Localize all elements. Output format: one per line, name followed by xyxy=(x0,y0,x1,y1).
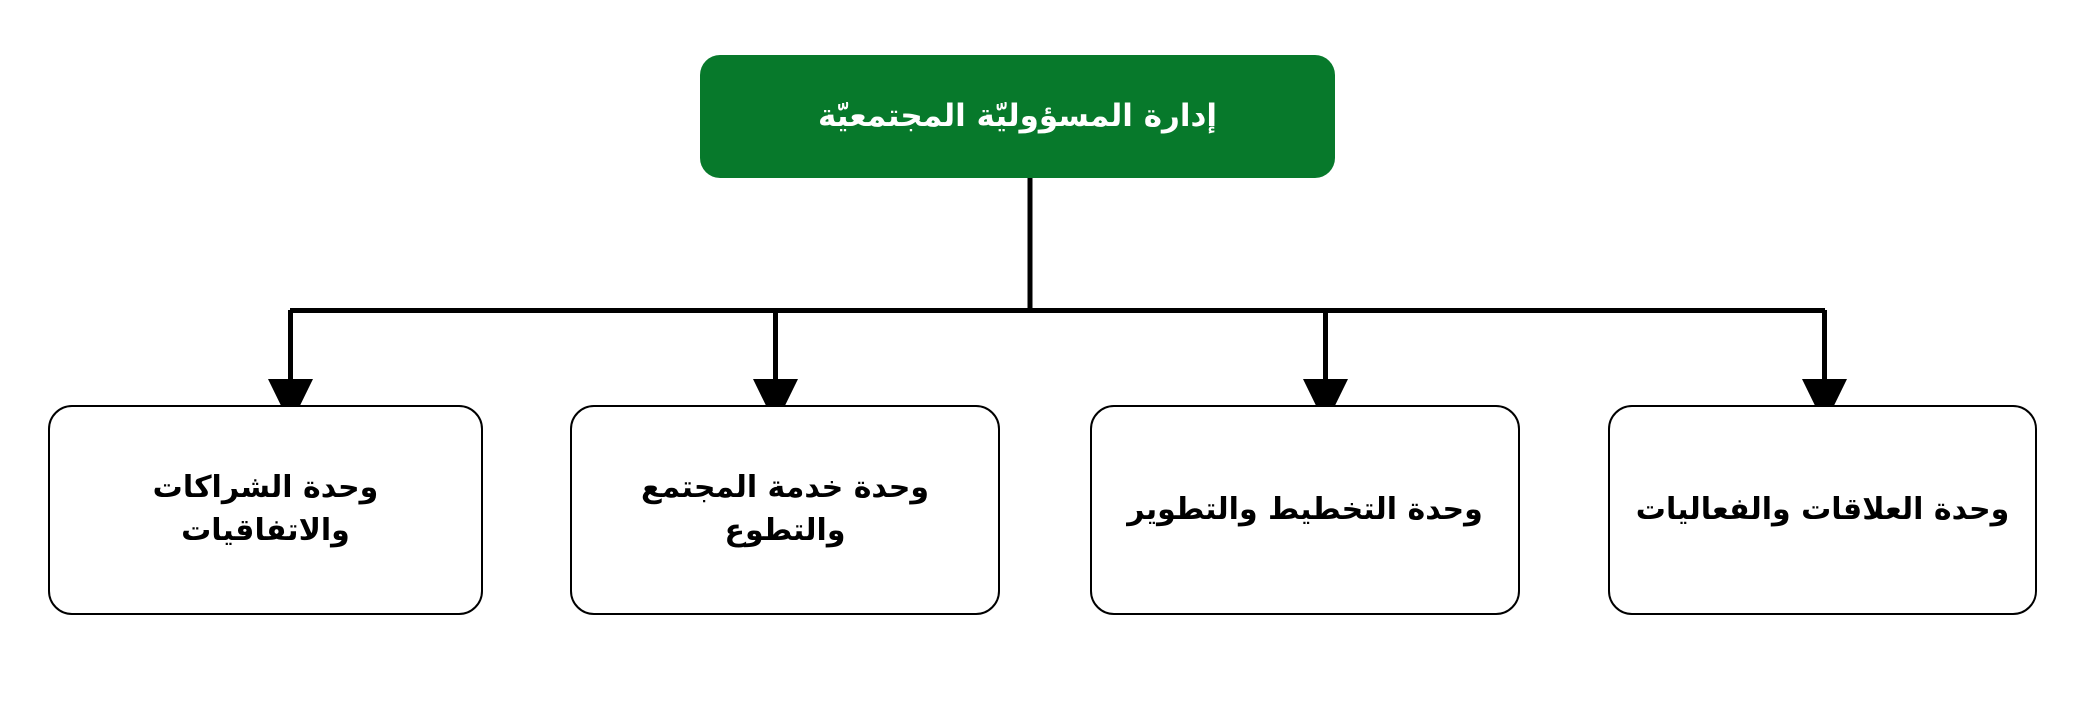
root-node-community-responsibility[interactable]: إدارة المسؤوليّة المجتمعيّة xyxy=(700,55,1335,178)
child-node-label: وحدة خدمة المجتمع والتطوع xyxy=(640,470,930,548)
child-node-relations-events[interactable]: وحدة العلاقات والفعاليات xyxy=(1608,405,2037,615)
child-node-label: وحدة العلاقات والفعاليات xyxy=(1635,491,2010,527)
child-node-label: وحدة الشراكات والاتفاقيات xyxy=(152,470,379,548)
child-node-community-service-volunteering[interactable]: وحدة خدمة المجتمع والتطوع xyxy=(570,405,1000,615)
child-node-partnerships-agreements[interactable]: وحدة الشراكات والاتفاقيات xyxy=(48,405,483,615)
child-node-planning-development[interactable]: وحدة التخطيط والتطوير xyxy=(1090,405,1520,615)
root-node-label: إدارة المسؤوليّة المجتمعيّة xyxy=(817,97,1218,134)
child-node-label: وحدة التخطيط والتطوير xyxy=(1127,491,1483,527)
